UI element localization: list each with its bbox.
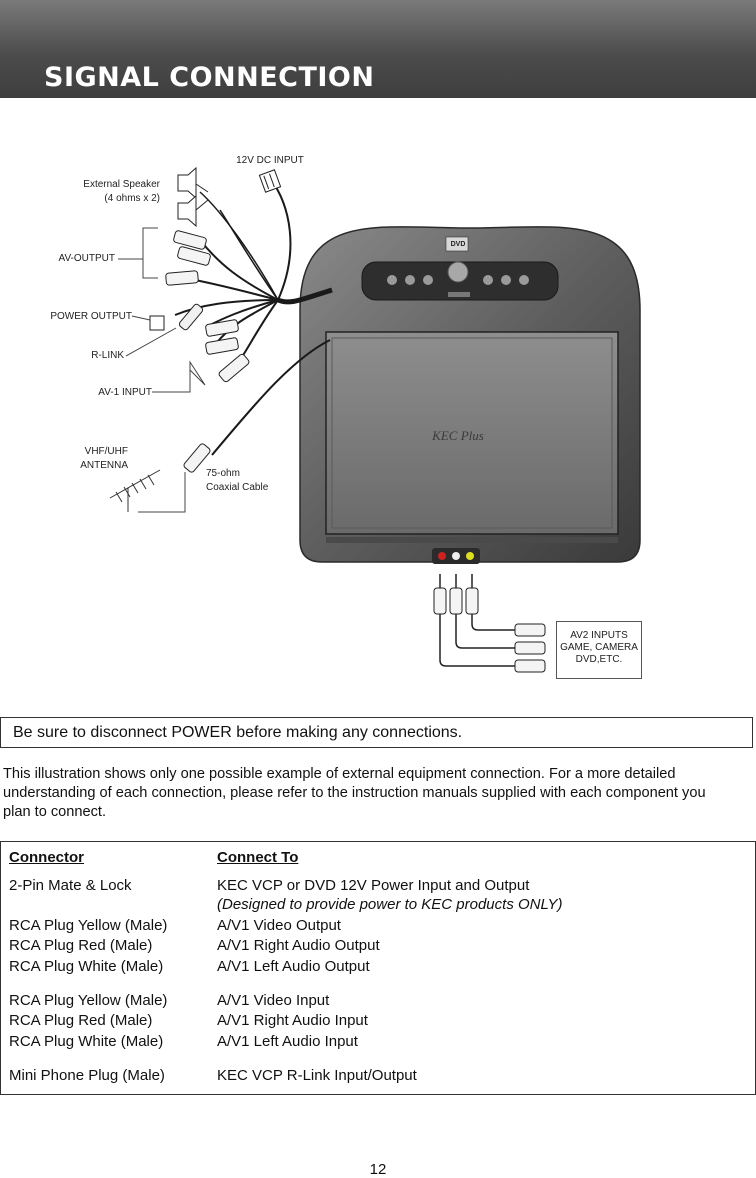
table-cell-connector: RCA Plug White (Male) [9,958,164,975]
table-cell-note: (Designed to provide power to KEC produc… [217,896,563,913]
power-output-label: POWER OUTPUT [50,311,132,322]
dvd-badge: DVD [451,241,466,248]
speaker-icon [177,166,209,228]
table-cell-connect-to: A/V1 Right Audio Output [217,937,380,954]
av2-label-line3: DVD,ETC. [575,654,623,665]
table-cell-connect-to: A/V1 Video Output [217,917,341,934]
connection-table: Connector Connect To 2-Pin Mate & Lock K… [0,841,756,1095]
page-title: SIGNAL CONNECTION [44,62,375,93]
table-cell-connect-to: KEC VCP R-Link Input/Output [217,1067,417,1084]
dc-input-label: 12V DC INPUT [236,155,304,166]
column-header-connect-to: Connect To [217,849,299,866]
av1-input-plugs [205,319,250,383]
table-cell-connect-to: A/V1 Left Audio Input [217,1033,358,1050]
table-cell-connector: RCA Plug Yellow (Male) [9,992,168,1009]
power-warning-box: Be sure to disconnect POWER before makin… [0,717,753,748]
av2-label-line1: AV2 INPUTS [570,630,628,641]
r-link-label: R-LINK [91,350,124,361]
av-output-plugs [165,230,211,286]
coax-label-line2: Coaxial Cable [206,482,269,493]
page-header-banner: SIGNAL CONNECTION [0,0,756,98]
table-cell-connect-to: KEC VCP or DVD 12V Power Input and Outpu… [217,877,530,894]
coax-label-line1: 75-ohm [206,468,240,479]
antenna-label-line1: VHF/UHF [84,446,128,457]
connection-illustration: DVD KEC Plus [109,166,641,673]
table-cell-connector: Mini Phone Plug (Male) [9,1067,165,1084]
screen-brand-logo: KEC Plus [431,428,484,443]
intro-line: plan to connect. [3,804,107,820]
intro-paragraph: This illustration shows only one possibl… [3,765,753,822]
table-cell-connector: RCA Plug White (Male) [9,1033,164,1050]
av2-input-cables [433,574,546,673]
external-speaker-label: External Speaker [83,179,160,190]
dc-power-plug [258,169,282,193]
column-header-connector: Connector [9,849,84,866]
cable-harness [174,177,333,456]
antenna-label-line2: ANTENNA [80,460,128,471]
coax-plug [183,443,211,473]
table-cell-connector: RCA Plug Red (Male) [9,1012,153,1029]
overhead-monitor [299,226,641,564]
r-link-plug [178,303,204,331]
table-cell-connector: RCA Plug Red (Male) [9,937,153,954]
intro-line: This illustration shows only one possibl… [3,766,676,782]
page-number: 12 [369,1161,387,1178]
connection-diagram: DVD KEC Plus [0,100,756,700]
power-warning-text: Be sure to disconnect POWER before makin… [13,724,463,741]
table-cell-connect-to: A/V1 Right Audio Input [217,1012,368,1029]
table-cell-connect-to: A/V1 Left Audio Output [217,958,370,975]
av2-label-line2: GAME, CAMERA [560,642,638,653]
table-cell-connect-to: A/V1 Video Input [217,992,330,1009]
av2-inputs-box: AV2 INPUTS GAME, CAMERA DVD,ETC. [556,621,642,679]
power-output-plug [149,315,165,331]
av-output-label: AV-OUTPUT [58,253,115,264]
table-cell-connector: RCA Plug Yellow (Male) [9,917,168,934]
av1-input-label: AV-1 INPUT [98,387,152,398]
intro-line: understanding of each connection, please… [3,785,706,801]
external-speaker-spec: (4 ohms x 2) [104,193,160,204]
table-cell-connector: 2-Pin Mate & Lock [9,877,132,894]
antenna-icon [109,469,161,512]
